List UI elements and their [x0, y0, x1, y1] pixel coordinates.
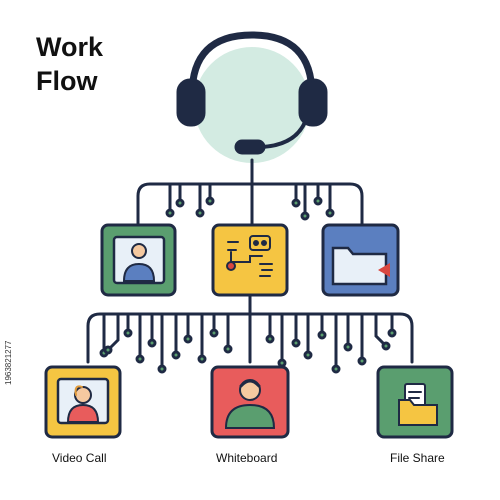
- label-whiteboard: Whiteboard: [216, 451, 278, 465]
- connector-lines: [86, 158, 414, 374]
- title-line-2: Flow: [36, 66, 98, 96]
- file-share-tile: [321, 223, 400, 297]
- title-line-1: Work: [36, 32, 104, 62]
- video-call-bottom-tile: [44, 365, 122, 439]
- folder-icon: [331, 246, 390, 286]
- video-call-tile: [100, 223, 177, 297]
- folder-icon: [398, 399, 438, 426]
- file-share-bottom-tile: [376, 365, 454, 439]
- person-icon: [122, 243, 156, 282]
- label-video-call: Video Call: [52, 451, 107, 465]
- whiteboard-icon: [226, 235, 273, 277]
- person-icon: [224, 379, 276, 429]
- watermark-id: 1963821277: [4, 340, 13, 386]
- headset-icon: [176, 31, 328, 163]
- whiteboard-bottom-tile: [210, 365, 290, 439]
- page-title: Work Flow: [36, 30, 103, 98]
- person-icon: [66, 385, 100, 423]
- label-file-share: File Share: [390, 451, 445, 465]
- whiteboard-tile: [211, 223, 289, 297]
